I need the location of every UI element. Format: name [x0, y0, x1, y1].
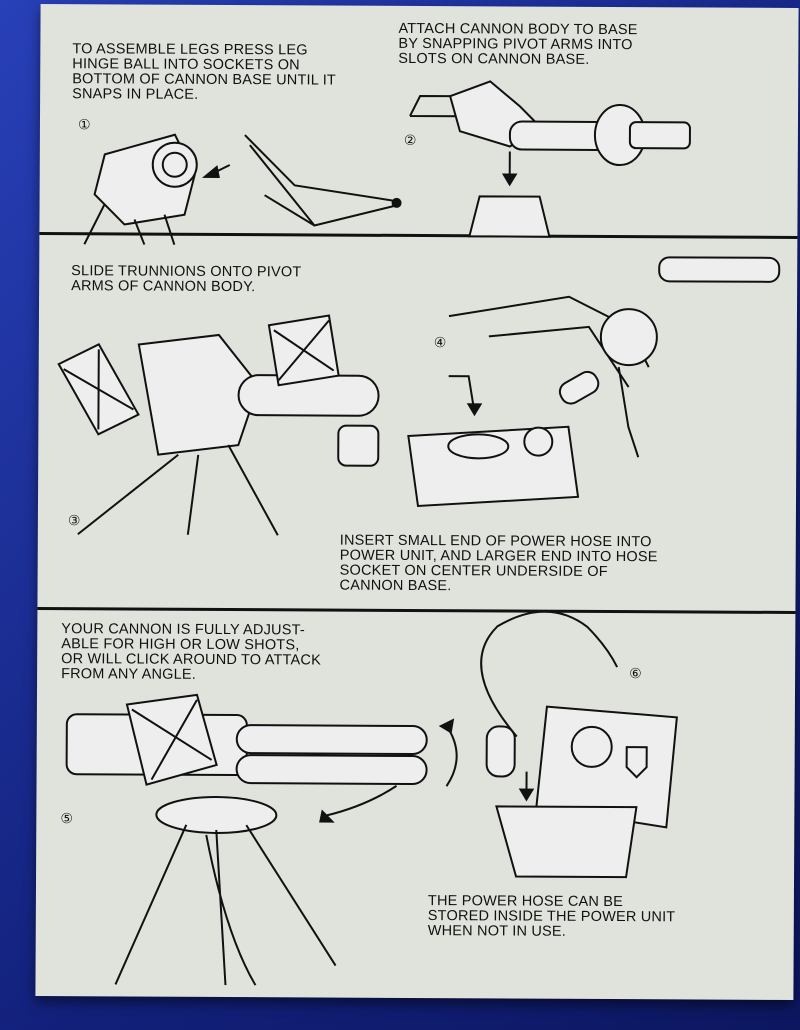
hose-storage-illustration [480, 610, 678, 879]
cannon-body-to-base-illustration [409, 80, 691, 238]
trunnion-illustration [57, 314, 380, 536]
power-hose-illustration [407, 256, 781, 508]
step-6-text: The power hose can be stored inside the … [427, 893, 676, 940]
step-1-text: To assemble legs press leg hinge ball in… [72, 41, 337, 103]
leg-assembly-illustration [83, 133, 402, 246]
step-5-text: Your cannon is fully adjust- able for hi… [61, 621, 322, 683]
step-3-text: Slide trunnions onto pivot arms of canno… [71, 263, 302, 296]
instruction-sheet: To assemble legs press leg hinge ball in… [35, 4, 799, 1000]
adjustable-cannon-illustration [65, 693, 458, 986]
step-2-text: Attach cannon body to base by snapping p… [398, 20, 638, 68]
step-4-text: Insert small end of power hose into powe… [339, 532, 658, 595]
